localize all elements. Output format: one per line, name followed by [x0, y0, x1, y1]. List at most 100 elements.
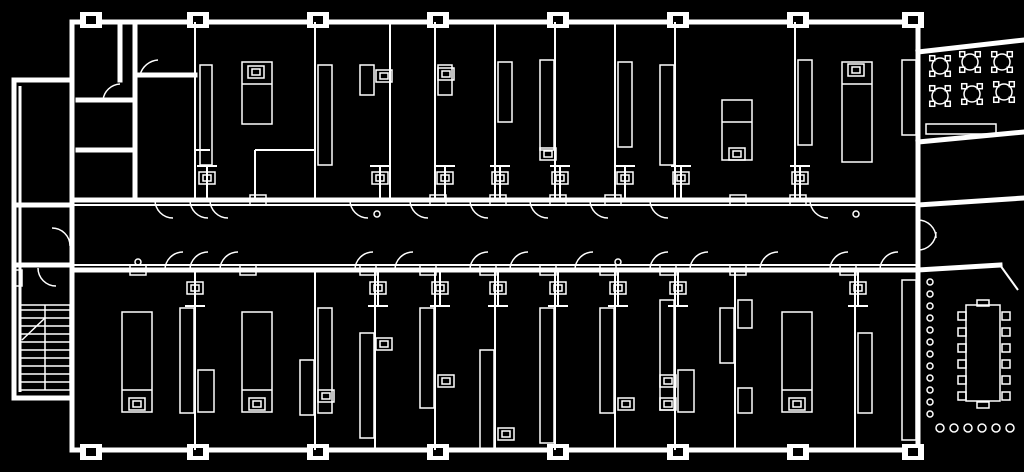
sink-basin [673, 284, 683, 292]
conference-chair [1001, 327, 1011, 337]
window-seat [991, 423, 1001, 433]
door-frame [239, 264, 257, 276]
door-swing [509, 251, 529, 271]
column-core [673, 448, 683, 456]
wall-bench [317, 307, 333, 414]
door-swing [529, 199, 549, 219]
sink-fixture [791, 171, 809, 185]
sink-basin [379, 72, 389, 80]
door-swing [917, 231, 937, 251]
lounge-chair [958, 50, 966, 58]
sink-fixture [436, 171, 454, 185]
door-swing [189, 199, 209, 219]
wall-bench [901, 279, 917, 441]
wall-bench [677, 369, 695, 413]
door-swing [829, 251, 849, 271]
wall-bench [197, 369, 215, 413]
sink-basin [663, 400, 673, 408]
sink-basin [373, 284, 383, 292]
sink-basin [501, 430, 511, 438]
column-core [193, 16, 203, 24]
sink-fixture [497, 427, 515, 441]
window-seat [926, 374, 934, 382]
sink-fixture [248, 397, 266, 411]
lounge-table [993, 53, 1011, 71]
lounge-chair [944, 70, 952, 78]
door-swing [574, 251, 594, 271]
wall-bench [797, 59, 813, 146]
column-core [553, 448, 563, 456]
column-core [433, 448, 443, 456]
conference-chair [957, 359, 967, 369]
conference-chair [1001, 375, 1011, 385]
lounge-chair [944, 84, 952, 92]
sink-basin [202, 174, 212, 182]
window-seat [977, 423, 987, 433]
window-seat [949, 423, 959, 433]
sink-fixture [369, 281, 387, 295]
sink-fixture [616, 171, 634, 185]
lounge-chair [960, 98, 968, 106]
sink-basin [441, 377, 451, 385]
door-frame [839, 264, 857, 276]
west-stair [13, 269, 71, 391]
column-core [86, 16, 96, 24]
window-seat [1005, 423, 1015, 433]
sink-basin [493, 284, 503, 292]
door-swing [209, 199, 229, 219]
wall-bench [497, 61, 513, 123]
wall-bench [359, 332, 375, 439]
south-east-conference [915, 262, 1019, 433]
sink-basin [620, 174, 630, 182]
sink-basin [321, 392, 331, 400]
lounge-chair [928, 84, 936, 92]
sink-basin [621, 400, 631, 408]
lounge-chair [928, 70, 936, 78]
lounge-chair [974, 66, 982, 74]
wall-bench [317, 64, 333, 166]
south-partitions [194, 270, 856, 450]
lounge-chair [944, 100, 952, 108]
sink-fixture [375, 337, 393, 351]
door-swing [164, 251, 184, 271]
column-core [793, 448, 803, 456]
lounge-chair [990, 50, 998, 58]
lounge-chair [958, 66, 966, 74]
door-swing [154, 199, 174, 219]
wall-bench [359, 64, 375, 96]
sink-fixture [659, 374, 677, 388]
door-swing [649, 199, 669, 219]
door-frame [789, 194, 807, 206]
lounge-chair [990, 66, 998, 74]
door-frame [549, 194, 567, 206]
wall-bench [539, 307, 555, 444]
island-bench [121, 311, 153, 413]
north-benches [197, 59, 917, 200]
door-swing [469, 199, 489, 219]
sink-fixture [847, 63, 865, 77]
north-east-lounge [915, 37, 1024, 208]
window-seat [935, 423, 945, 433]
sink-fixture [198, 171, 216, 185]
conference-chair [957, 343, 967, 353]
stair-door [13, 269, 23, 287]
window-seat [926, 314, 934, 322]
door-frame [489, 194, 507, 206]
conference-chair [957, 375, 967, 385]
wall-bench [659, 299, 675, 411]
sink-fixture [609, 281, 627, 295]
sink-basin [853, 284, 863, 292]
lounge-chair [992, 96, 1000, 104]
floor-drain [373, 210, 381, 218]
wall-bench [539, 59, 555, 151]
sink-basin [379, 340, 389, 348]
wall-bench [719, 307, 735, 364]
lounge-table [931, 57, 949, 75]
floor-drain [134, 258, 142, 266]
wall-bench [737, 299, 753, 329]
sink-basin [543, 150, 553, 158]
door-frame [479, 264, 497, 276]
conference-chair [976, 401, 990, 409]
sink-fixture [186, 281, 204, 295]
window-seat [926, 302, 934, 310]
